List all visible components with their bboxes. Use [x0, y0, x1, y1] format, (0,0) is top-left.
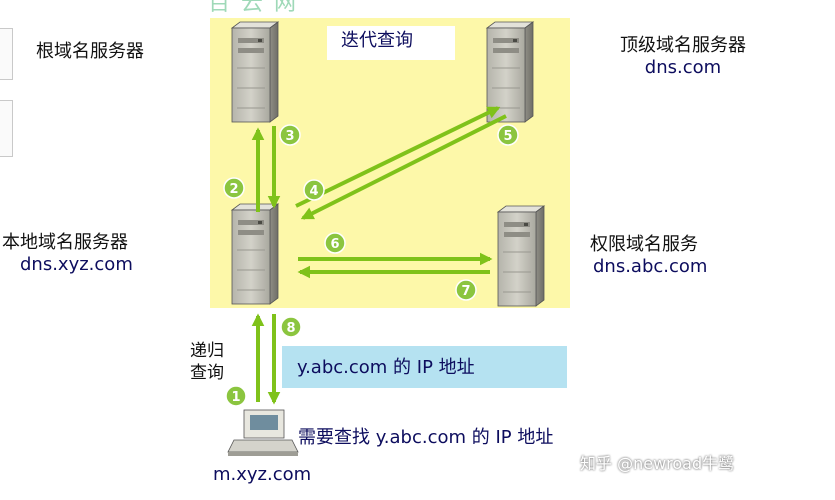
recursive-query-label: 递归 查询: [190, 341, 224, 384]
svg-text:3: 3: [285, 129, 294, 144]
answer-box: [282, 346, 567, 388]
step-badge-6: 6: [324, 232, 346, 254]
bottom-watermark: 知乎 @newroad牛鹭: [580, 454, 735, 473]
authoritative-server-domain: dns.abc.com: [593, 256, 708, 277]
top-watermark: 百 云 网: [208, 0, 298, 16]
svg-text:4: 4: [309, 184, 318, 199]
step-badge-7: 7: [455, 279, 477, 301]
root-server-name: 根域名服务器: [36, 41, 144, 62]
local-server-domain: dns.xyz.com: [20, 254, 133, 275]
iterative-query-label-box: [327, 26, 455, 60]
svg-text:7: 7: [461, 284, 470, 299]
authoritative-server-name: 权限域名服务: [590, 234, 698, 255]
host-computer-icon: [227, 409, 299, 456]
step-badge-5: 5: [497, 124, 519, 146]
local-server-name: 本地域名服务器: [2, 232, 128, 253]
arrow-step-5: [300, 114, 507, 220]
tld-server-domain: dns.com: [644, 57, 722, 78]
left-panel-fragment-2: [0, 100, 13, 157]
tld-server-name: 顶级域名服务器: [620, 35, 746, 56]
host-domain: m.xyz.com: [213, 464, 312, 485]
host-request-text: 需要查找 y.abc.com 的 IP 地址: [298, 427, 554, 448]
answer-box-text: y.abc.com 的 IP 地址: [297, 357, 475, 378]
step-badge-8: 8: [280, 316, 302, 338]
step-badge-3: 3: [279, 124, 301, 146]
svg-text:2: 2: [229, 182, 238, 197]
step-badge-1: 1: [225, 385, 247, 407]
tld-server-icon: [486, 21, 534, 123]
iterative-query-label: 迭代查询: [341, 30, 413, 51]
local-server-icon: [231, 203, 279, 305]
step-badge-2: 2: [223, 177, 245, 199]
step-badge-4: 4: [303, 179, 325, 201]
root-server-icon: [231, 21, 279, 123]
arrow-step-4: [295, 106, 501, 208]
svg-text:8: 8: [286, 321, 295, 336]
authoritative-server-icon: [497, 205, 545, 307]
left-panel-fragment-1: [0, 28, 13, 80]
svg-text:5: 5: [503, 129, 512, 144]
svg-text:6: 6: [330, 237, 339, 252]
svg-text:1: 1: [231, 390, 240, 405]
